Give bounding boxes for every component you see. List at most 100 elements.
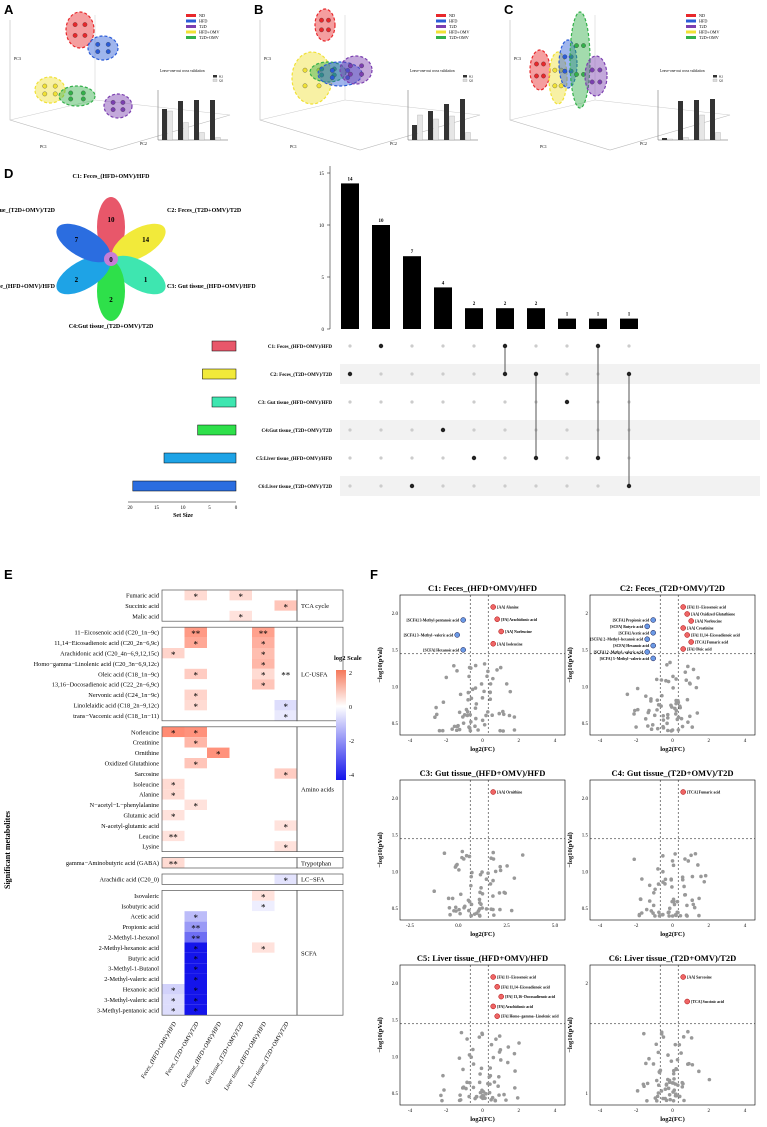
volcano-point <box>666 679 671 684</box>
volcano-point <box>501 709 505 714</box>
heatmap-cell <box>274 600 297 611</box>
volcano-point <box>677 1042 682 1047</box>
cv-bar-q2 <box>199 132 205 141</box>
volcano-xlabel: log2(FC) <box>470 1116 495 1123</box>
volcano-point <box>657 1070 662 1075</box>
pca-panel-1: PC3PC1PC2NDHFDT2DHFD+OMVT2D+OMVLeave-one… <box>259 8 481 151</box>
heatmap-cell <box>184 874 207 885</box>
heatmap-cell <box>162 658 185 669</box>
volcano-point <box>458 892 463 897</box>
volcano-point <box>674 677 678 681</box>
volcano-up-label: [AA] Alanine <box>497 606 519 610</box>
volcano-point <box>491 1055 496 1060</box>
pca-legend-swatch <box>436 30 446 34</box>
heatmap-cell <box>184 952 207 964</box>
pca-legend-swatch <box>436 25 446 28</box>
pca-point <box>95 49 101 54</box>
volcano-point <box>635 1089 640 1093</box>
heatmap-cell <box>207 1004 230 1016</box>
upset-dot-empty <box>565 344 569 348</box>
cv-legend-r2: R2 <box>469 75 473 79</box>
heatmap-cell <box>184 789 207 800</box>
volcano-point <box>506 1045 511 1049</box>
volcano-point <box>474 716 478 721</box>
heatmap-cell <box>274 726 297 738</box>
cv-bar-r2 <box>694 100 699 140</box>
heatmap-cell <box>274 874 297 885</box>
volcano-point <box>685 1062 690 1067</box>
volcano-point <box>661 714 665 718</box>
volcano-up-point <box>688 618 694 624</box>
heatmap-star: * <box>261 903 266 913</box>
heatmap-cell <box>184 658 207 669</box>
volcano-point <box>667 914 671 918</box>
heatmap-cell <box>184 689 207 700</box>
volcano-ytick: 2.0 <box>392 982 399 987</box>
cv-bar-q2 <box>183 122 189 141</box>
upset-y-tick-label: 10 <box>319 224 325 229</box>
heatmap-cell <box>229 590 252 601</box>
heatmap-cell <box>162 590 185 601</box>
volcano-point <box>682 893 687 897</box>
heatmap-cell <box>207 810 230 821</box>
volcano-point <box>682 884 686 889</box>
volcano-xtick: -2 <box>444 1109 449 1114</box>
flower-count-3: 1 <box>144 276 148 284</box>
heatmap-star: * <box>194 739 199 749</box>
pca-axis-pc3: PC3 <box>14 56 21 61</box>
upset-dot-filled <box>595 455 601 461</box>
volcano-ytick: 2.0 <box>582 797 589 802</box>
pca-point <box>345 68 351 73</box>
volcano-point <box>469 696 474 701</box>
cv-bar-r2 <box>444 104 449 140</box>
volcano-xtick: -4 <box>598 739 603 744</box>
cv-legend-swatch <box>713 75 717 78</box>
heatmap-cell <box>184 590 207 601</box>
heatmap-cell <box>162 820 185 831</box>
volcano-point <box>477 900 482 905</box>
heatmap-cell <box>274 973 297 984</box>
heatmap-cell <box>229 747 252 758</box>
volcano-point <box>664 1098 669 1103</box>
volcano-point <box>498 1058 503 1062</box>
heatmap-cell <box>184 973 207 984</box>
cv-bar-r2 <box>162 109 167 140</box>
volcano-point <box>635 686 640 691</box>
upset-dot-filled <box>502 343 508 349</box>
pca-legend-swatch <box>186 19 196 23</box>
pca-point <box>581 43 586 48</box>
volcano-point <box>441 1073 445 1078</box>
pca-legend-swatch <box>186 30 196 34</box>
flower-petal-5 <box>56 255 111 295</box>
heatmap-star: * <box>194 691 199 701</box>
setsize-bar-2 <box>202 368 237 380</box>
volcano-point <box>478 1072 482 1076</box>
heatmap-star: * <box>239 613 244 623</box>
heatmap-cell <box>252 994 275 1005</box>
heatmap-legend-tick: 2 <box>349 671 352 677</box>
volcano-up-label: [FA] Arachidonic acid <box>497 1005 534 1009</box>
pca-ellipse-HFD <box>558 39 578 89</box>
pca-frame <box>509 20 731 151</box>
volcano-point <box>680 1080 685 1085</box>
heatmap-cell <box>274 610 297 622</box>
heatmap-row-label: Propionic acid <box>122 924 159 931</box>
volcano-frame <box>399 594 566 736</box>
heatmap-cell <box>252 810 275 821</box>
setsize-bar-3 <box>211 396 237 408</box>
heatmap-cell <box>229 700 252 711</box>
pca-ellipse-ND <box>314 8 336 42</box>
upset-bar <box>589 318 607 329</box>
heatmap-star: ** <box>191 923 201 933</box>
heatmap-cell <box>184 637 207 648</box>
flower-set-label-1: C1: Feces_(HFD+OMV)/HFD <box>73 173 151 180</box>
pca-point <box>541 61 546 67</box>
volcano-point <box>497 1074 501 1079</box>
volcano-point <box>673 852 677 856</box>
heatmap-row-label: Ornithine <box>135 750 159 757</box>
heatmap-panel: Fumaric acid**Succinic acid*Malic acid*T… <box>3 589 362 1093</box>
upset-dot-empty <box>503 484 507 488</box>
heatmap-cell <box>207 747 230 758</box>
upset-dot-filled <box>471 455 477 461</box>
volcano-point <box>477 1035 482 1039</box>
